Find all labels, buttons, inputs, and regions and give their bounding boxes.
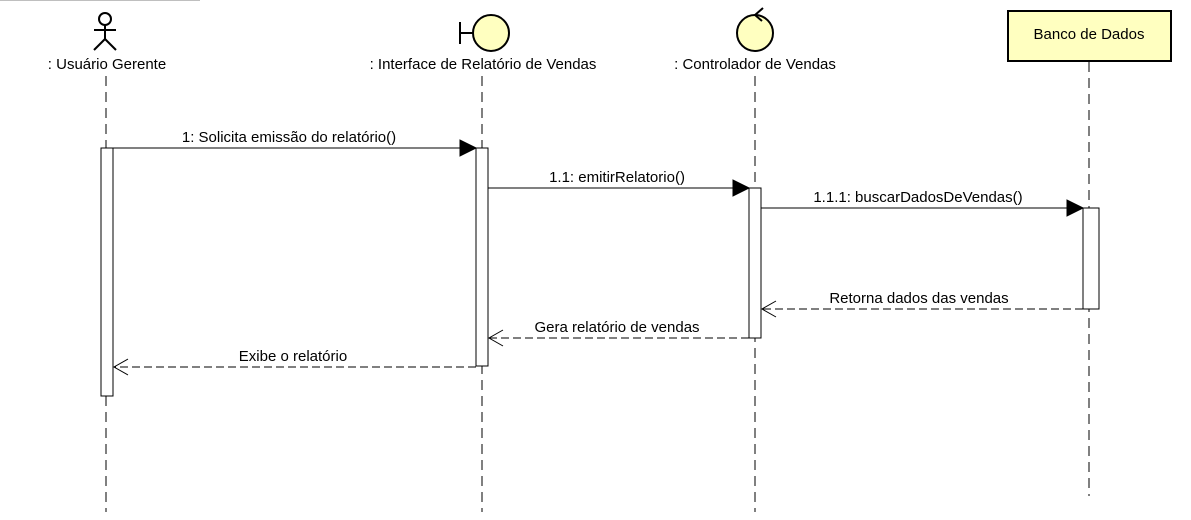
return-2-label: Gera relatório de vendas: [534, 319, 699, 336]
participant-user[interactable]: : Usuário Gerente: [48, 12, 166, 73]
participant-interface-label: : Interface de Relatório de Vendas: [370, 56, 597, 73]
participant-controller-label: : Controlador de Vendas: [674, 56, 836, 73]
message-1[interactable]: 1: Solicita emissão do relatório(): [113, 129, 478, 157]
activation-user: [100, 147, 114, 397]
arrowhead-open: [760, 300, 777, 318]
message-1-1-1-label: 1.1.1: buscarDadosDeVendas(): [813, 189, 1022, 206]
database-box: [1007, 10, 1172, 62]
return-1-label: Retorna dados das vendas: [829, 290, 1008, 307]
participant-user-label: : Usuário Gerente: [48, 56, 166, 73]
control-icon: [736, 7, 774, 52]
arrowhead-filled: [732, 179, 751, 197]
activation-interface: [475, 147, 489, 367]
arrowhead-open: [112, 358, 129, 376]
message-1-1-label: 1.1: emitirRelatorio(): [549, 169, 685, 186]
return-2[interactable]: Gera relatório de vendas: [487, 319, 749, 347]
return-1[interactable]: Retorna dados das vendas: [760, 290, 1083, 318]
activation-controller: [748, 187, 762, 339]
participant-controller[interactable]: : Controlador de Vendas: [674, 7, 836, 73]
arrowhead-open: [487, 329, 504, 347]
boundary-icon: [459, 14, 510, 52]
message-1-1[interactable]: 1.1: emitirRelatorio(): [488, 169, 751, 197]
participant-database[interactable]: Banco de Dados: [1007, 10, 1172, 62]
return-3[interactable]: Exibe o relatório: [112, 348, 476, 376]
participant-database-label: Banco de Dados: [1034, 26, 1145, 43]
activation-database: [1082, 207, 1100, 310]
return-3-label: Exibe o relatório: [239, 348, 347, 365]
actor-icon: [93, 12, 117, 51]
arrowhead-filled: [459, 139, 478, 157]
participant-interface[interactable]: : Interface de Relatório de Vendas: [370, 14, 597, 73]
arrowhead-filled: [1066, 199, 1085, 217]
message-1-label: 1: Solicita emissão do relatório(): [182, 129, 396, 146]
message-1-1-1[interactable]: 1.1.1: buscarDadosDeVendas(): [761, 189, 1085, 217]
